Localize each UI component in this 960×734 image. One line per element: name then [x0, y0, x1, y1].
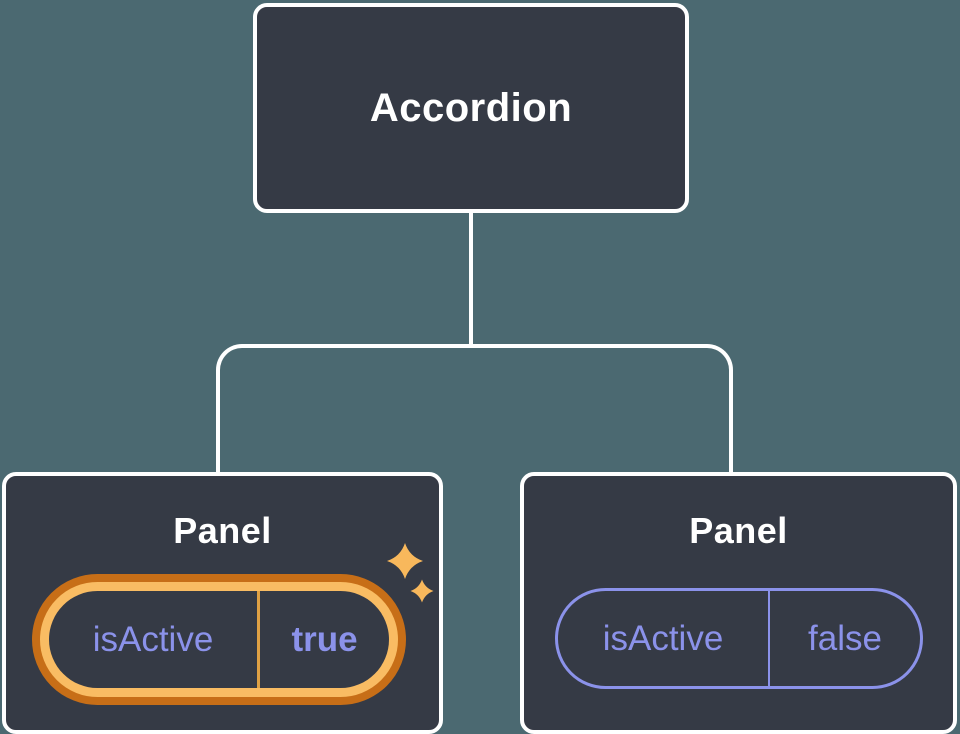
- prop-value-cell: false: [768, 591, 920, 686]
- prop-name-cell: isActive: [558, 591, 768, 686]
- panel-component-box-active: Panel isActive true: [2, 472, 443, 734]
- state-pill-active: isActive true: [32, 574, 406, 705]
- sparkle-small-icon: [410, 579, 434, 603]
- sparkle-large-icon: [387, 543, 423, 579]
- panel-component-box-inactive: Panel isActive false: [520, 472, 957, 734]
- panel-title: Panel: [689, 510, 788, 551]
- state-pill-active-inner: isActive true: [49, 591, 389, 688]
- prop-value-label: true: [291, 619, 358, 659]
- prop-name-label: isActive: [602, 618, 724, 658]
- prop-name-cell: isActive: [49, 591, 257, 688]
- panel-title: Panel: [173, 510, 272, 551]
- prop-value-label: false: [808, 618, 882, 658]
- connector-root-stem: [469, 210, 473, 346]
- connector-branch: [216, 344, 733, 472]
- state-pill-inactive: isActive false: [555, 588, 923, 689]
- prop-name-label: isActive: [92, 619, 214, 659]
- accordion-component-box: Accordion: [253, 3, 689, 213]
- prop-value-cell: true: [257, 591, 389, 688]
- accordion-label: Accordion: [369, 85, 573, 130]
- sparkles-icon: [387, 543, 434, 603]
